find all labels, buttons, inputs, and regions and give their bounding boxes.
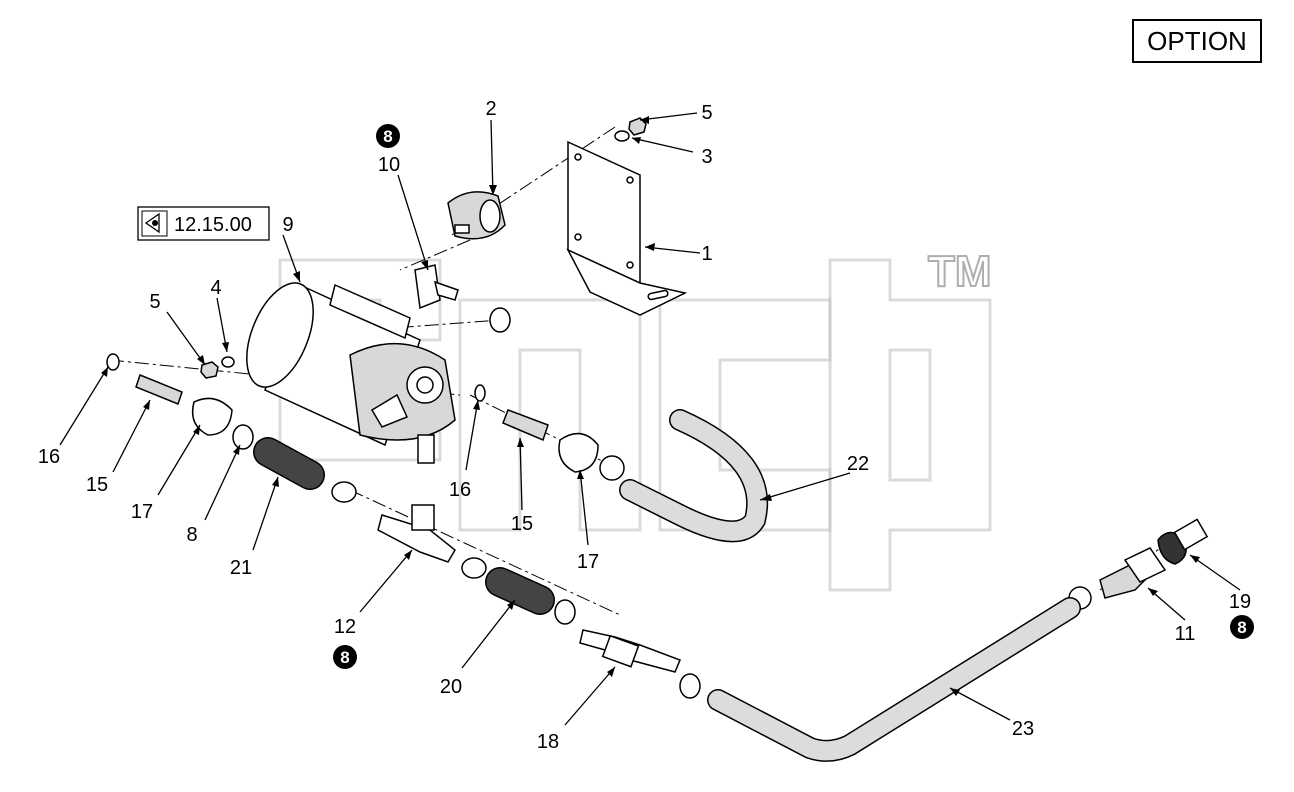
callout-22: 22 — [847, 453, 869, 475]
callout-18: 18 — [537, 731, 559, 753]
eye-view-icon — [141, 210, 168, 237]
filled-circle-number-icon — [333, 645, 357, 669]
callout-15-right: 15 — [511, 513, 533, 535]
callout-16-right: 16 — [449, 479, 471, 501]
leader-lines — [59, 112, 1241, 726]
quick-connector — [1099, 518, 1209, 599]
svg-text:8: 8 — [340, 648, 349, 667]
callout-9: 9 — [282, 214, 293, 236]
arrowheads — [101, 116, 1200, 696]
callout-20: 20 — [440, 676, 462, 698]
washer-and-nut-top — [614, 117, 647, 142]
callout-5-top: 5 — [701, 102, 712, 124]
callout-23: 23 — [1012, 718, 1034, 740]
callout-17-right: 17 — [577, 551, 599, 573]
callout-1: 1 — [701, 243, 712, 265]
callout-2: 2 — [485, 98, 496, 120]
inline-fitting — [579, 629, 681, 673]
callout-21: 21 — [230, 557, 252, 579]
filled-circle-number-icon — [1230, 615, 1254, 639]
callout-numbers: 1 2 3 4 5 5 8 9 10 11 12 15 15 16 16 17 … — [38, 98, 1251, 753]
callout-11: 11 — [1175, 623, 1196, 645]
filled-circle-number-icon — [376, 124, 400, 148]
badge-near-10: 8 — [376, 124, 400, 148]
fuel-filter-assembly — [246, 282, 456, 464]
reference-label: 12.15.00 — [174, 214, 252, 236]
option-tag: OPTION — [1132, 19, 1262, 63]
short-hose-20 — [485, 567, 555, 615]
callout-4: 4 — [210, 277, 221, 299]
callout-3: 3 — [701, 146, 712, 168]
callout-17-left: 17 — [131, 501, 153, 523]
callout-16-left: 16 — [38, 446, 60, 468]
elbow-fitting — [414, 264, 459, 310]
callout-12: 12 — [334, 616, 356, 638]
mounting-bracket — [566, 140, 688, 316]
callout-19: 19 — [1229, 591, 1251, 613]
badge-near-12: 8 — [333, 645, 357, 669]
badge-near-19: 8 — [1230, 615, 1254, 639]
short-hose-21 — [253, 437, 325, 490]
callout-10: 10 — [378, 154, 400, 176]
tee-fitting — [377, 504, 456, 563]
svg-text:8: 8 — [383, 127, 392, 146]
option-label: OPTION — [1147, 26, 1247, 56]
svg-text:8: 8 — [1237, 618, 1246, 637]
u-hose-22 — [619, 409, 769, 543]
callout-5-left: 5 — [149, 291, 160, 313]
long-hose-23 — [707, 597, 1081, 762]
reference-tag[interactable]: 12.15.00 — [137, 206, 270, 241]
callout-15-left: 15 — [86, 474, 108, 496]
left-fittings — [106, 353, 486, 436]
callout-8: 8 — [186, 524, 197, 546]
rubber-mount — [447, 191, 506, 240]
watermark-tm: TM — [928, 247, 992, 296]
right-fittings — [502, 409, 599, 473]
